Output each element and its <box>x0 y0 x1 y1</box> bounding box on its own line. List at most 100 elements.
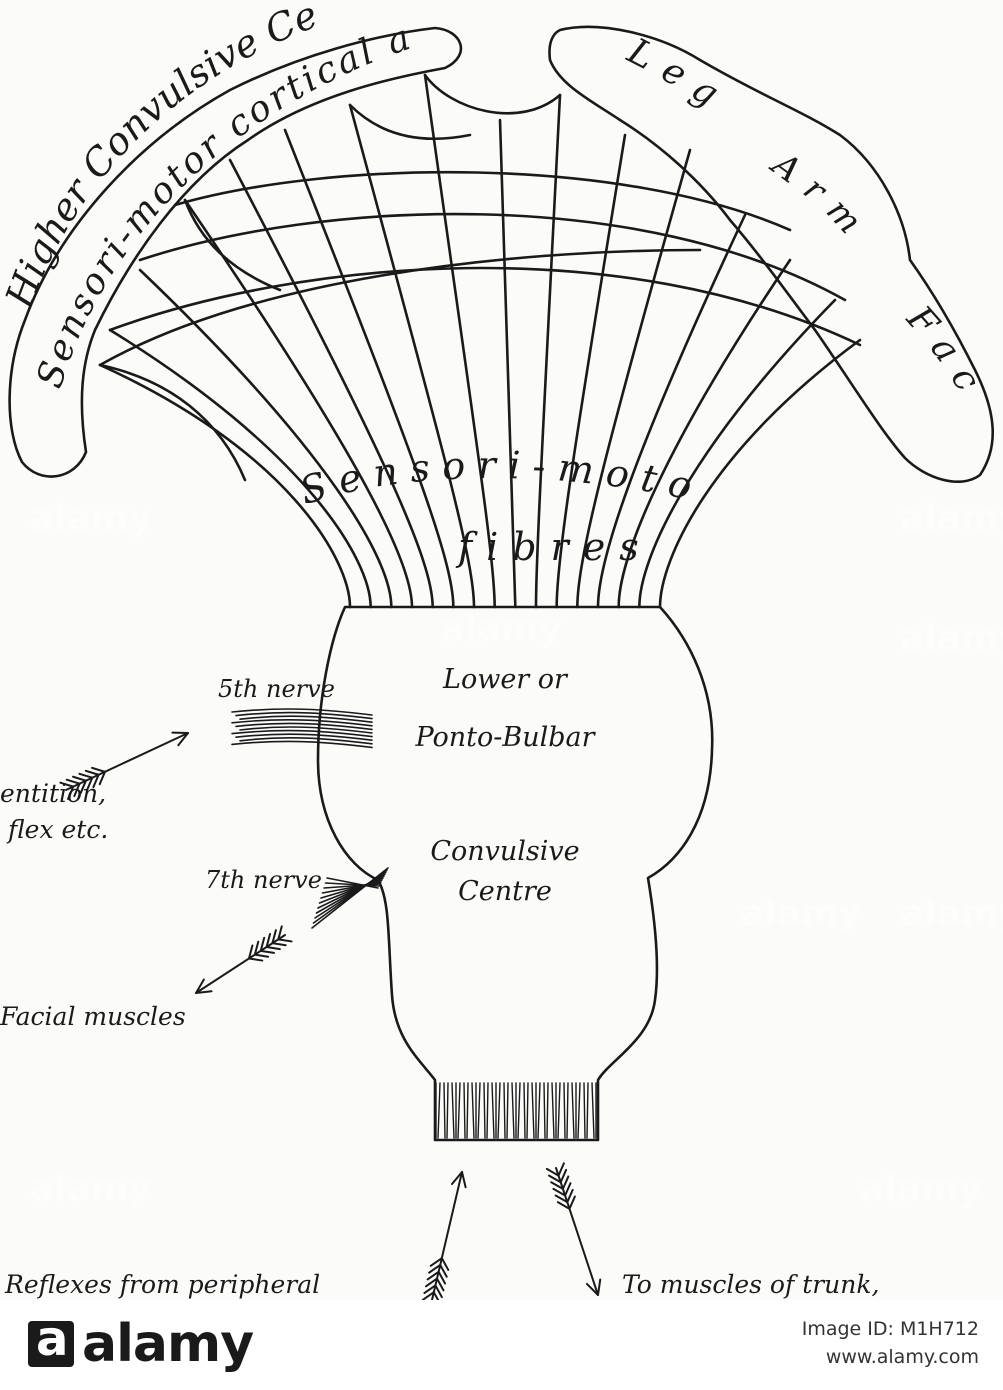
reflexes-peripheral-label: Reflexes from peripheral <box>4 1270 320 1299</box>
arrow-reflexes-up-head <box>450 1171 467 1189</box>
watermark-text: alamy <box>900 618 1003 659</box>
stock-footer: alamy Image ID: M1H712 www.alamy.com <box>0 1300 1003 1390</box>
association-arc <box>138 212 847 302</box>
alamy-logo: alamy <box>28 1311 254 1374</box>
tract-fibre <box>497 1082 501 1139</box>
watermark-text: alamy <box>740 893 862 934</box>
fibre-line <box>98 363 352 609</box>
fibres-label-line2: fibres <box>455 525 653 569</box>
ponto-bulbar-outline <box>316 605 714 1142</box>
nerve-fibre <box>235 733 373 741</box>
fibre-line <box>658 338 862 609</box>
tract-fibre <box>517 1082 521 1139</box>
lower-centre-line3: Convulsive <box>430 836 579 867</box>
arrow-to-facial-muscles-feather <box>271 929 287 947</box>
tract-fibre <box>546 1082 549 1139</box>
fibre-line <box>596 213 747 609</box>
fibre-line <box>348 103 476 609</box>
arrow-to-fifth-nerve-head <box>171 731 189 747</box>
arrow-to-fifth-nerve-feather <box>91 766 106 786</box>
watermark-text: alamy <box>860 1168 982 1209</box>
arrow-reflexes-up-feather <box>428 1263 448 1278</box>
nerve-fibre <box>324 882 380 887</box>
footer-url: www.alamy.com <box>825 1346 979 1368</box>
fibre-line <box>228 158 434 609</box>
association-arc <box>183 198 282 292</box>
footer-logo-text: alamy <box>82 1314 254 1374</box>
lower-centre-line2: Ponto-Bulbar <box>414 722 596 753</box>
tract-fibre <box>583 1082 586 1139</box>
tract-fibre <box>551 1082 555 1139</box>
tract-fibre <box>486 1082 489 1139</box>
arrow-reflexes-up-feather <box>424 1277 445 1292</box>
tract-fibre <box>437 1082 441 1139</box>
arrow-reflexes-up-feather <box>429 1257 450 1271</box>
tract-fibre <box>483 1082 486 1139</box>
nerve-fibre <box>323 883 381 889</box>
seventh-nerve-label: 7th nerve <box>205 866 322 894</box>
nerve-fibre <box>239 726 373 734</box>
tract-fibre <box>523 1082 526 1139</box>
higher-centre-label: Higher Convulsive Centre <box>0 0 323 314</box>
arrow-reflexes-up-feather <box>423 1284 443 1299</box>
arrow-to-facial-muscles-feather <box>259 936 275 954</box>
image-id: Image ID: M1H712 <box>801 1318 979 1340</box>
tract-fibre <box>577 1082 581 1139</box>
arrow-to-muscles-down-feather <box>545 1162 565 1177</box>
association-arc <box>348 103 472 141</box>
watermark-text: alamy <box>440 608 562 649</box>
watermark-text: alamy <box>30 1168 152 1209</box>
arrow-to-facial-muscles-feather <box>247 944 264 962</box>
watermark-text: alamy <box>900 498 1003 539</box>
association-arc <box>173 170 792 232</box>
alamy-logo-icon <box>28 1311 74 1367</box>
leg-label: Leg <box>620 30 737 122</box>
reflex-label: flex etc. <box>6 815 108 844</box>
watermark-text: alamy <box>30 498 152 539</box>
lower-centre-line1: Lower or <box>442 664 569 695</box>
association-arc <box>423 73 562 115</box>
tract-fibre <box>566 1082 569 1139</box>
nerve-fibre <box>235 711 373 720</box>
arrow-to-fifth-nerve-feather <box>65 778 81 798</box>
seventh-nerve-bundle <box>311 867 389 929</box>
nerve-fibre <box>231 740 373 749</box>
arrow-to-muscles-down-feather <box>548 1168 568 1184</box>
arrow-to-fifth-nerve-feather <box>84 769 100 789</box>
arrow-to-muscles-down-feather <box>552 1182 572 1197</box>
tract-fibre <box>511 1082 515 1139</box>
watermark-text: alamy <box>900 893 1003 934</box>
arrow-to-facial-muscles <box>195 934 286 994</box>
dentition-label: entition, <box>0 779 106 808</box>
arrow-to-facial-muscles-head <box>195 978 213 994</box>
tract-fibre <box>463 1082 466 1139</box>
tract-fibre <box>591 1082 595 1139</box>
diagram-canvas: Higher Convulsive Centre Sensori-motor c… <box>0 0 1003 1300</box>
association-arc <box>98 248 702 367</box>
tract-fibre <box>531 1082 535 1139</box>
fibre-line <box>283 128 455 609</box>
arrow-to-fifth-nerve-feather <box>78 772 94 792</box>
tract-fibre <box>537 1082 541 1139</box>
tract-fibre <box>443 1082 446 1139</box>
tract-fibre <box>457 1082 461 1139</box>
arrow-to-muscles-down-feather <box>554 1188 574 1204</box>
arrow-to-facial-muscles-feather <box>265 933 281 951</box>
arrow-reflexes-up <box>431 1171 463 1300</box>
tract-fibre <box>563 1082 566 1139</box>
fibre-line <box>498 118 517 609</box>
tract-fibre <box>557 1082 561 1139</box>
nerve-fibre <box>239 737 373 745</box>
arrow-to-fifth-nerve-feather <box>59 781 75 801</box>
nerve-fibre <box>231 719 373 727</box>
feathered-arrows <box>59 731 602 1300</box>
arrow-to-muscles-down-feather <box>550 1175 570 1190</box>
fibre-line <box>108 328 372 609</box>
arrow-to-muscles-down <box>555 1167 599 1296</box>
tract-fibre <box>503 1082 506 1139</box>
nerve-fibre <box>231 729 373 738</box>
nerve-fibre <box>239 715 373 723</box>
facial-muscles-label: Facial muscles <box>0 1002 186 1031</box>
anatomical-diagram: Higher Convulsive Centre Sensori-motor c… <box>0 0 1003 1300</box>
arrow-to-facial-muscles-feather <box>277 925 293 943</box>
